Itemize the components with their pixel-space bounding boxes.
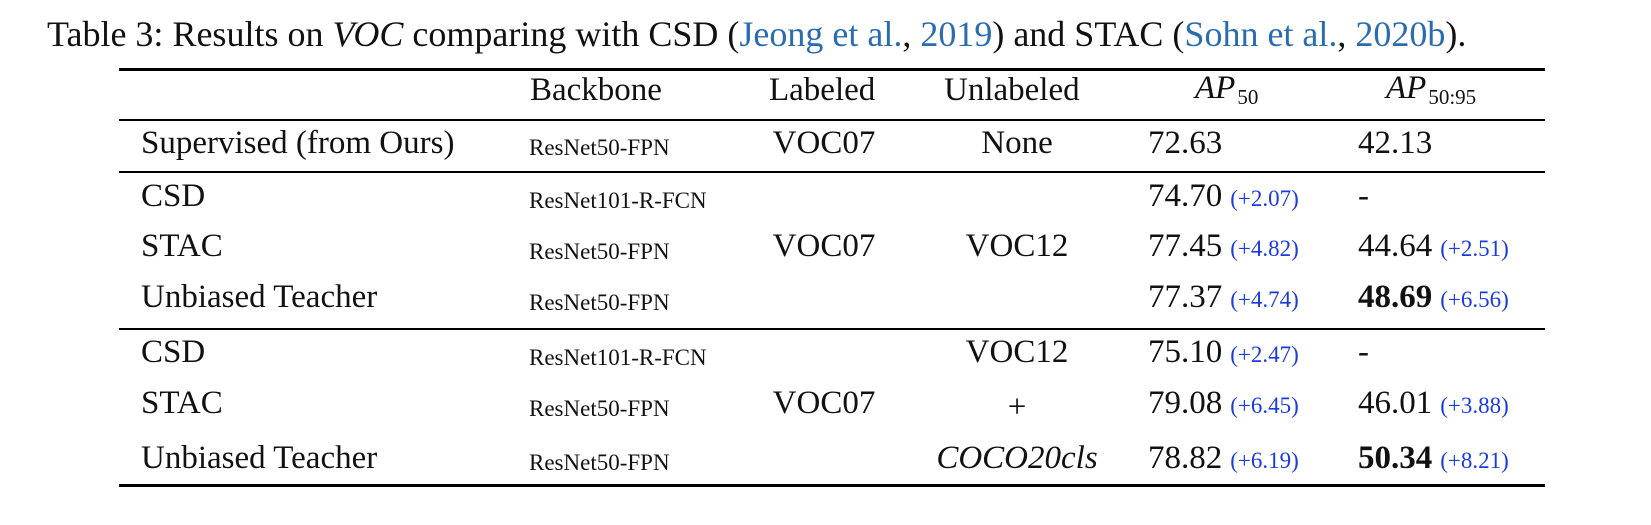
table-top-rule — [119, 68, 1545, 71]
caption-suffix: ). — [1445, 14, 1467, 54]
row-ap50: 74.70 (+2.07) — [1148, 180, 1299, 213]
group1-unlabeled: VOC12 — [965, 228, 1069, 264]
caption-comma: , — [902, 14, 921, 54]
ap50-value: 75.10 — [1148, 334, 1223, 370]
row-ap50: 77.37 (+4.74) — [1148, 281, 1299, 314]
caption-text-2: ) and STAC ( — [992, 14, 1185, 54]
row-method: Supervised (from Ours) — [141, 125, 455, 161]
ap50-delta: (+4.74) — [1230, 287, 1299, 312]
citation-link-sohn[interactable]: Sohn et al. — [1184, 14, 1338, 54]
row-ap5095: 46.01 (+3.88) — [1358, 387, 1509, 420]
row-ap50: 79.08 (+6.45) — [1148, 387, 1299, 420]
header-backbone: Backbone — [530, 72, 662, 108]
ap50-value: 77.37 — [1148, 279, 1223, 315]
ap50-value: 77.45 — [1148, 228, 1223, 264]
citation-year-link-2019[interactable]: 2019 — [920, 14, 993, 54]
ap5095-delta: (+6.56) — [1440, 287, 1509, 312]
caption-text: comparing with CSD ( — [403, 14, 740, 54]
row-ap5095: 50.34 (+8.21) — [1358, 442, 1509, 475]
header-labeled: Labeled — [769, 72, 876, 108]
ap5095-delta: (+8.21) — [1440, 448, 1509, 473]
group2-unlabeled-coco: COCO20cls — [936, 440, 1098, 476]
header-ap50: AP50 — [1195, 72, 1258, 108]
row-labeled: VOC07 — [772, 125, 876, 161]
ap5095-delta: (+2.51) — [1440, 236, 1509, 261]
group2-unlabeled-plus: + — [1007, 389, 1027, 425]
header-ap5095: AP50:95 — [1386, 72, 1476, 108]
row-ap50: 77.45 (+4.82) — [1148, 230, 1299, 263]
ap5095-value-best: 48.69 — [1358, 279, 1433, 315]
ap5095-value: - — [1358, 178, 1369, 214]
citation-link-jeong[interactable]: Jeong et al. — [739, 14, 903, 54]
caption-comma-2: , — [1337, 14, 1356, 54]
ap5095-delta: (+3.88) — [1440, 393, 1509, 418]
ap50-value: 78.82 — [1148, 440, 1223, 476]
row-backbone: ResNet101-R-FCN — [529, 345, 707, 370]
caption-dataset: VOC — [332, 14, 404, 54]
table-group-rule-1 — [119, 171, 1545, 173]
row-method: CSD — [141, 178, 206, 214]
group2-labeled: VOC07 — [772, 385, 876, 421]
header-ap5095-base: AP — [1386, 70, 1427, 106]
ap50-value: 72.63 — [1148, 125, 1223, 161]
ap5095-value: 44.64 — [1358, 228, 1433, 264]
ap50-delta: (+4.82) — [1230, 236, 1299, 261]
ap50-value: 74.70 — [1148, 178, 1223, 214]
row-ap50: 78.82 (+6.19) — [1148, 442, 1299, 475]
row-ap5095: 44.64 (+2.51) — [1358, 230, 1509, 263]
row-backbone: ResNet50-FPN — [529, 396, 670, 421]
header-unlabeled: Unlabeled — [944, 72, 1080, 108]
ap5095-value: 42.13 — [1358, 125, 1433, 161]
row-backbone: ResNet50-FPN — [529, 450, 670, 475]
ap50-delta: (+2.47) — [1230, 342, 1299, 367]
ap5095-value: - — [1358, 334, 1369, 370]
table-header-rule — [119, 119, 1545, 121]
row-backbone: ResNet50-FPN — [529, 135, 670, 160]
row-backbone: ResNet50-FPN — [529, 290, 670, 315]
group1-labeled: VOC07 — [772, 228, 876, 264]
row-method: STAC — [141, 385, 223, 421]
row-ap5095: - — [1358, 336, 1369, 369]
row-backbone: ResNet50-FPN — [529, 239, 670, 264]
row-ap5095: 42.13 — [1358, 127, 1432, 160]
row-backbone: ResNet101-R-FCN — [529, 188, 707, 213]
header-ap50-sub: 50 — [1237, 85, 1259, 109]
ap5095-value: 46.01 — [1358, 385, 1433, 421]
ap50-delta: (+6.19) — [1230, 448, 1299, 473]
row-ap5095: 48.69 (+6.56) — [1358, 281, 1509, 314]
caption-prefix: Table 3: Results on — [47, 14, 333, 54]
citation-year-link-2020b[interactable]: 2020b — [1355, 14, 1446, 54]
table-bottom-rule — [119, 484, 1545, 487]
row-method: Unbiased Teacher — [141, 440, 378, 476]
row-method: STAC — [141, 228, 223, 264]
table-group-rule-2 — [119, 328, 1545, 330]
row-method: Unbiased Teacher — [141, 279, 378, 315]
group2-unlabeled-1: VOC12 — [965, 334, 1069, 370]
row-method: CSD — [141, 334, 206, 370]
row-ap50: 72.63 — [1148, 127, 1222, 160]
header-ap5095-sub: 50:95 — [1428, 85, 1477, 109]
header-ap50-base: AP — [1195, 70, 1236, 106]
table-caption: Table 3: Results on VOC comparing with C… — [47, 14, 1466, 55]
row-ap5095: - — [1358, 180, 1369, 213]
ap5095-value-best: 50.34 — [1358, 440, 1433, 476]
ap50-delta: (+2.07) — [1230, 186, 1299, 211]
row-ap50: 75.10 (+2.47) — [1148, 336, 1299, 369]
row-unlabeled: None — [981, 125, 1053, 161]
ap50-delta: (+6.45) — [1230, 393, 1299, 418]
ap50-value: 79.08 — [1148, 385, 1223, 421]
